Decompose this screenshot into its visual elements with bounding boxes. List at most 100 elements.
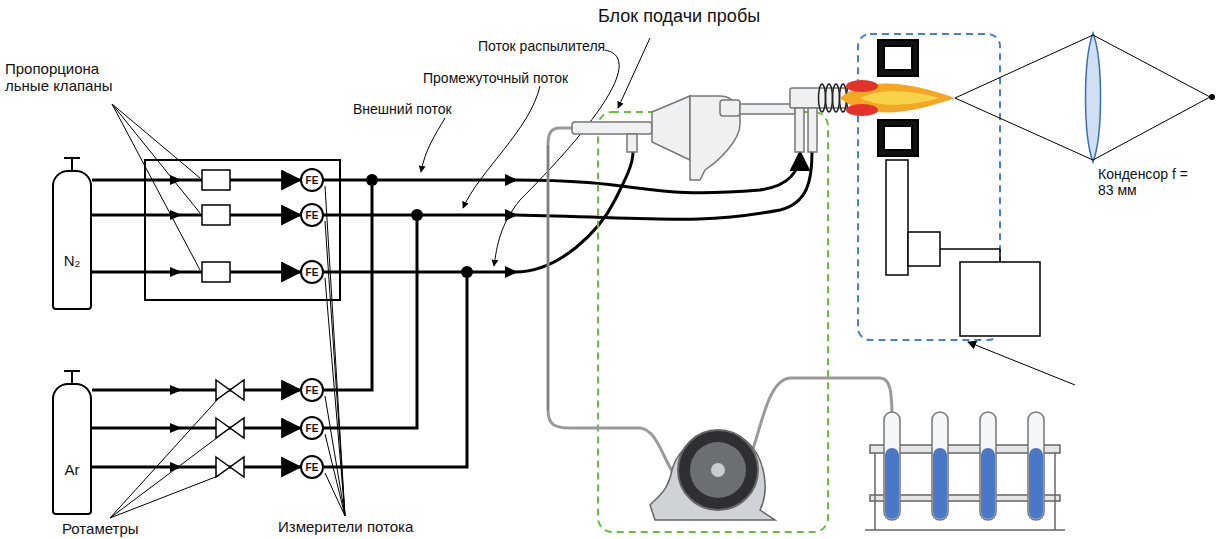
proportional-valve [202,170,230,282]
flow-arrow [170,267,182,277]
focal-point [1209,94,1215,100]
flow-meter: FE [300,203,324,227]
group-title: Блок подачи пробы [598,6,760,27]
meter-tag: FE [306,267,319,278]
light-rays [1093,97,1210,160]
sample-rack [933,448,947,519]
nebulizer [627,134,637,152]
rotameter-symbol [216,418,244,438]
induction-block [878,120,918,156]
gas-line [92,389,300,392]
peristaltic-pump [650,430,775,520]
flow-arrow [170,423,182,433]
cylinder-valve [64,157,80,159]
flow-arrow [170,462,182,472]
peristaltic-pump [678,430,758,510]
induction-block [884,46,912,70]
rotameter-symbol [216,380,244,477]
light-rays [955,98,1093,160]
leader-line [112,104,200,178]
proportional-valve [202,170,230,190]
cylinder-valve [64,370,80,372]
torch-stand [999,249,1001,262]
sample-rack [874,453,876,530]
flow-meter: FE [300,378,324,402]
rf-coil [833,84,840,112]
sample-rack [932,412,948,520]
leader-line [968,342,1075,385]
peristaltic-pump [711,463,725,477]
torch-stand [940,248,1000,250]
gas-line [92,427,300,430]
light-rays [955,35,1210,160]
rotameter-symbol [216,380,244,400]
torch [808,108,817,152]
junction-dot [411,209,423,221]
nebulizer [652,96,690,160]
torch-stand [886,160,1040,336]
induction-block [884,126,912,150]
gas-cylinder: Ar [52,383,92,515]
tubing-outline [548,145,549,410]
nebulizer [690,96,740,180]
sample-rack [1054,453,1056,530]
part-label: Ротаметры [62,520,139,537]
flow-meter: FE [300,168,324,192]
sample-rack [884,412,900,520]
flow-meter: FE [300,455,324,479]
proportional-valve [202,205,230,225]
nebulizer [572,122,652,134]
leader-line [325,221,345,516]
light-rays [955,35,1093,98]
flow-label: Поток распылителя [478,38,605,54]
sample-rack [981,448,995,519]
gas-line [324,179,372,182]
meter-tag: FE [306,462,319,473]
light-rays [1093,35,1210,97]
sample-rack [865,412,1065,530]
gas-line [324,152,812,467]
flow-label: Промежуточный поток [423,70,568,86]
torch [795,108,804,152]
sample-unit-outline [598,112,828,532]
gas-line [372,152,800,193]
flow-arrow [505,266,518,278]
gas-line [324,271,467,274]
meter-tag: FE [306,423,319,434]
gas-line [324,272,467,467]
cylinder-valve [71,371,73,383]
flow-arrow [170,385,182,395]
flow-arrow [505,174,518,278]
meter-tag: FE [306,385,319,396]
nebulizer [720,100,740,116]
induction-block [878,40,918,76]
flow-meter: FE [300,260,324,284]
leader-line [463,86,540,208]
leader-line [110,437,218,518]
leader-line [325,434,345,516]
meter-tag: FE [306,210,319,221]
leader-line [618,38,650,108]
gas-cylinder: N₂ [52,170,92,310]
rf-coil [819,84,826,112]
plasma [840,80,955,116]
peristaltic-pump [690,442,746,498]
sample-rack [885,448,899,519]
flow-arrow [170,210,182,220]
leader-line [110,476,218,518]
flow-meter: FE [300,416,324,440]
torch-stand [960,262,1040,336]
plasma [860,91,940,105]
plasma [846,104,878,116]
sample-tubing [548,128,680,480]
flow-arrow [170,175,182,472]
part-label: Конденсор f = 83 мм [1098,166,1198,198]
plasma [846,80,878,92]
sample-unit-outline [598,112,828,532]
proportional-valve [202,262,230,282]
cylinder-valve [71,158,73,170]
rotameter-symbol [216,457,244,477]
sample-tubing [548,128,892,480]
